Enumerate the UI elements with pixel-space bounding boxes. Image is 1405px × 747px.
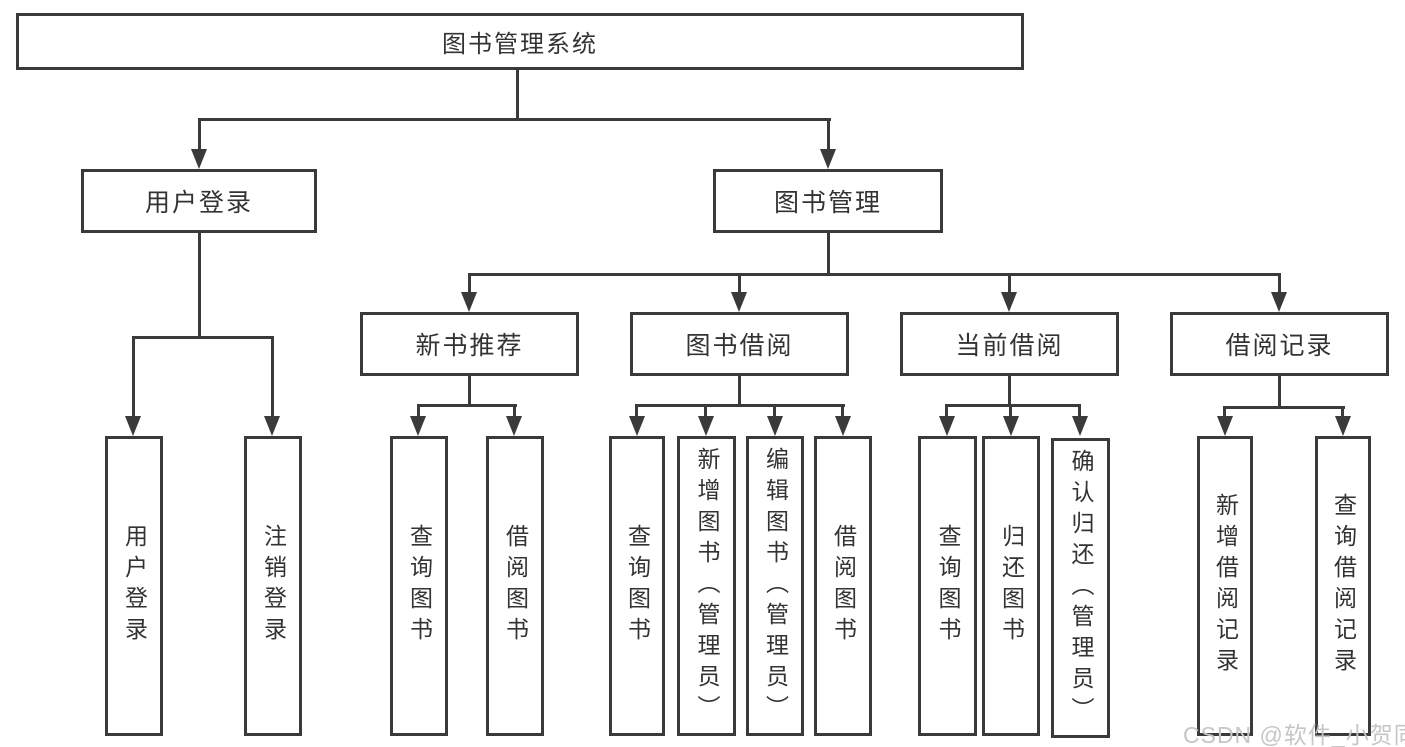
connector-drop-bb-edit bbox=[773, 404, 776, 418]
connector-drop-book-borrow bbox=[738, 273, 741, 294]
connector-drop-br-add bbox=[1223, 406, 1226, 418]
connector-drop-current-borrow bbox=[1008, 273, 1011, 294]
leaf-bb-query-books: 查询图书 bbox=[609, 436, 665, 736]
arrowhead-bb-borrow bbox=[835, 416, 851, 436]
csdn-watermark: CSDN @软件_小贺同学 bbox=[1183, 722, 1405, 747]
leaf-bb-add-books-admin-label: 新增图书（管理员） bbox=[694, 446, 720, 726]
node-new-book-rec-label: 新书推荐 bbox=[415, 332, 524, 360]
leaf-cb-return-books: 归还图书 bbox=[982, 436, 1040, 736]
connector-current-borrow-stem bbox=[1008, 376, 1011, 407]
connector-drop-leaf-logout bbox=[271, 336, 274, 417]
arrowhead-new-book bbox=[461, 292, 477, 312]
leaf-nb-query-books: 查询图书 bbox=[390, 436, 448, 736]
node-borrow-record-label: 借阅记录 bbox=[1225, 332, 1334, 360]
leaf-nb-borrow-books-label: 借阅图书 bbox=[502, 524, 529, 648]
node-borrow-record: 借阅记录 bbox=[1170, 312, 1389, 376]
node-root: 图书管理系统 bbox=[16, 13, 1024, 70]
arrowhead-bb-query bbox=[629, 416, 645, 436]
node-current-borrow-label: 当前借阅 bbox=[955, 332, 1064, 360]
leaf-cb-confirm-return-admin: 确认归还（管理员） bbox=[1051, 438, 1110, 738]
connector-level2-bar bbox=[468, 273, 1281, 276]
node-root-label: 图书管理系统 bbox=[442, 31, 598, 58]
leaf-bb-edit-books-admin: 编辑图书（管理员） bbox=[746, 436, 804, 736]
connector-current-borrow-bar bbox=[946, 404, 1081, 407]
connector-book-mgmt-stem bbox=[827, 233, 830, 273]
leaf-cb-query-books-label: 查询图书 bbox=[935, 524, 961, 648]
leaf-logout: 注销登录 bbox=[244, 436, 302, 736]
arrowhead-user-login bbox=[191, 149, 207, 169]
node-book-borrow-label: 图书借阅 bbox=[685, 332, 794, 360]
node-book-borrow: 图书借阅 bbox=[630, 312, 849, 376]
connector-drop-user-login bbox=[198, 118, 201, 151]
connector-drop-bb-borrow bbox=[841, 404, 844, 418]
arrowhead-bb-add bbox=[698, 416, 714, 436]
node-user-login: 用户登录 bbox=[81, 169, 317, 233]
connector-user-login-stem bbox=[198, 233, 201, 336]
connector-drop-book-mgmt bbox=[827, 118, 830, 151]
leaf-br-query-record: 查询借阅记录 bbox=[1315, 436, 1371, 736]
node-user-login-label: 用户登录 bbox=[144, 189, 253, 217]
connector-drop-br-query bbox=[1341, 406, 1344, 418]
leaf-user-login-label: 用户登录 bbox=[121, 524, 148, 648]
arrowhead-nb-query bbox=[410, 416, 426, 436]
arrowhead-br-query bbox=[1335, 416, 1351, 436]
leaf-cb-return-books-label: 归还图书 bbox=[998, 524, 1025, 648]
connector-drop-cb-return bbox=[1009, 404, 1012, 418]
connector-drop-cb-confirm bbox=[1078, 404, 1081, 418]
connector-root-stem bbox=[516, 70, 519, 120]
connector-drop-leaf-login bbox=[132, 336, 135, 417]
connector-new-book-stem bbox=[468, 376, 471, 407]
leaf-br-add-record: 新增借阅记录 bbox=[1197, 436, 1253, 736]
leaf-bb-edit-books-admin-label: 编辑图书（管理员） bbox=[762, 446, 789, 726]
connector-level1-bar bbox=[198, 118, 831, 121]
connector-drop-nb-borrow bbox=[513, 404, 516, 418]
leaf-bb-borrow-books-label: 借阅图书 bbox=[830, 524, 857, 648]
connector-borrow-record-bar bbox=[1224, 406, 1345, 409]
leaf-user-login: 用户登录 bbox=[105, 436, 163, 736]
arrowhead-book-mgmt bbox=[820, 149, 836, 169]
node-book-mgmt: 图书管理 bbox=[713, 169, 943, 233]
arrowhead-br-add bbox=[1217, 416, 1233, 436]
connector-drop-bb-add bbox=[704, 404, 707, 418]
node-current-borrow: 当前借阅 bbox=[900, 312, 1119, 376]
connector-drop-borrow-record bbox=[1278, 273, 1281, 294]
connector-drop-nb-query bbox=[417, 404, 420, 418]
leaf-nb-borrow-books: 借阅图书 bbox=[486, 436, 544, 736]
connector-book-borrow-stem bbox=[738, 376, 741, 407]
connector-drop-new-book bbox=[468, 273, 471, 294]
leaf-bb-borrow-books: 借阅图书 bbox=[814, 436, 872, 736]
arrowhead-borrow-record bbox=[1271, 292, 1287, 312]
connector-drop-cb-query bbox=[945, 404, 948, 418]
arrowhead-cb-query bbox=[939, 416, 955, 436]
leaf-bb-add-books-admin: 新增图书（管理员） bbox=[677, 436, 736, 736]
arrowhead-current-borrow bbox=[1001, 292, 1017, 312]
connector-borrow-record-stem bbox=[1278, 376, 1281, 409]
leaf-cb-confirm-return-admin-label: 确认归还（管理员） bbox=[1068, 448, 1094, 728]
node-new-book-rec: 新书推荐 bbox=[360, 312, 579, 376]
leaf-br-add-record-label: 新增借阅记录 bbox=[1212, 493, 1239, 679]
node-book-mgmt-label: 图书管理 bbox=[773, 189, 882, 217]
connector-user-login-bar bbox=[132, 336, 274, 339]
leaf-br-query-record-label: 查询借阅记录 bbox=[1330, 493, 1357, 679]
arrowhead-leaf-login bbox=[125, 416, 141, 436]
connector-new-book-bar bbox=[417, 404, 517, 407]
arrowhead-nb-borrow bbox=[506, 416, 522, 436]
connector-drop-bb-query bbox=[635, 404, 638, 418]
leaf-nb-query-books-label: 查询图书 bbox=[406, 524, 433, 648]
leaf-bb-query-books-label: 查询图书 bbox=[624, 524, 651, 648]
leaf-logout-label: 注销登录 bbox=[260, 524, 287, 648]
arrowhead-cb-confirm bbox=[1072, 416, 1088, 436]
arrowhead-cb-return bbox=[1003, 416, 1019, 436]
arrowhead-leaf-logout bbox=[264, 416, 280, 436]
arrowhead-book-borrow bbox=[731, 292, 747, 312]
leaf-cb-query-books: 查询图书 bbox=[918, 436, 977, 736]
connector-book-borrow-bar bbox=[636, 404, 845, 407]
arrowhead-bb-edit bbox=[767, 416, 783, 436]
